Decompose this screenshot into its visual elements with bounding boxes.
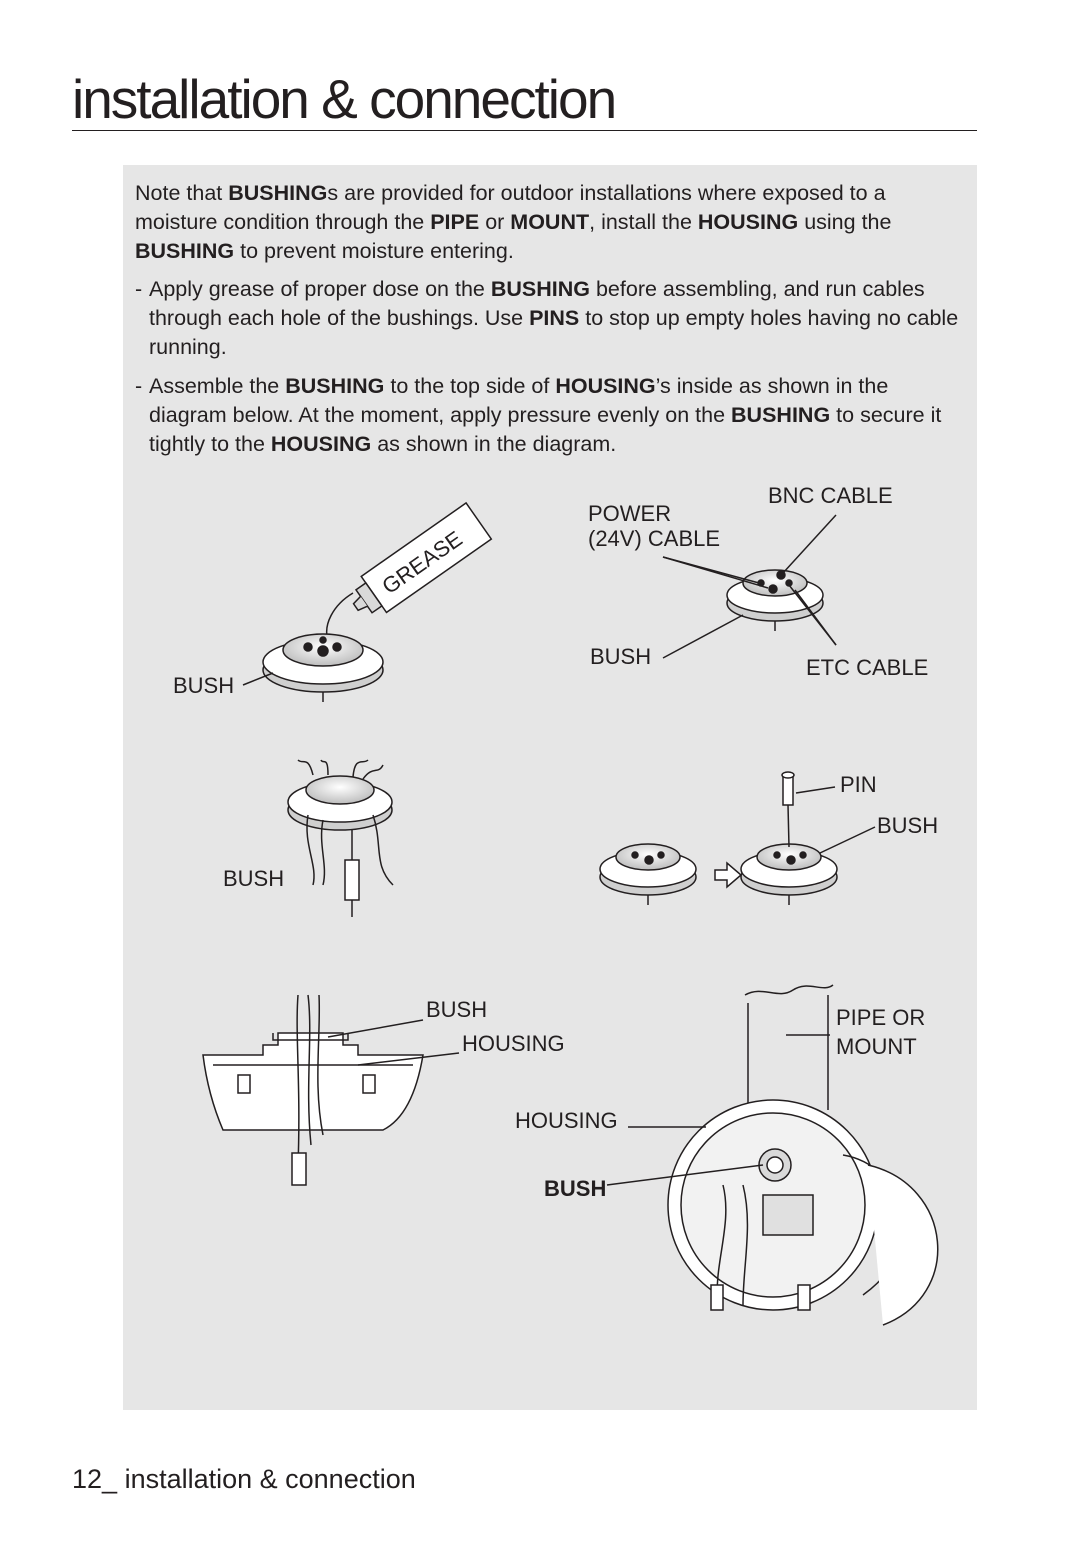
instruction-text-run: to secure it tightly to the xyxy=(149,403,942,456)
housing-cross-section xyxy=(202,994,424,1186)
page-footer: 12_ installation & connection xyxy=(72,1464,416,1495)
label-power-2: (24V) CABLE xyxy=(588,526,720,551)
instruction-text-run: BUSHING xyxy=(731,403,831,427)
label-bush-3: BUSH xyxy=(223,866,284,891)
instruction-text-run: to stop up empty holes having no cable r… xyxy=(149,306,959,359)
grease-stream xyxy=(326,592,354,641)
label-mount: MOUNT xyxy=(836,1034,917,1059)
leader-housing-1 xyxy=(357,1052,460,1066)
bush-after-pin xyxy=(740,843,838,905)
note-text-run: using the xyxy=(798,210,892,234)
label-pin: PIN xyxy=(840,772,877,797)
label-etc: ETC CABLE xyxy=(806,655,928,680)
label-housing-2: HOUSING xyxy=(515,1108,618,1133)
page-number: 12_ xyxy=(72,1464,118,1494)
pin-insertion-diagram: PIN BUSH xyxy=(599,771,938,905)
bullet-dash: - xyxy=(135,277,143,301)
instruction-item: -Apply grease of proper dose on the BUSH… xyxy=(135,275,965,362)
grease-tube: GREASE xyxy=(352,501,493,614)
instruction-text-run: as shown in the diagram. xyxy=(371,432,617,456)
note-text-run: HOUSING xyxy=(697,210,799,234)
note-text-run: s are provided for outdoor installations… xyxy=(135,181,886,234)
leader-pin xyxy=(795,786,836,794)
dome-housing-diagram xyxy=(667,984,939,1326)
bush-before-pin xyxy=(599,843,697,905)
content-panel: Note that BUSHINGs are provided for outd… xyxy=(123,165,977,1410)
instruction-text-run: Apply grease of proper dose on the xyxy=(149,277,491,301)
instruction-list: -Apply grease of proper dose on the BUSH… xyxy=(135,275,965,469)
note-text-run: BUSHING xyxy=(228,181,328,205)
instruction-item: -Assemble the BUSHING to the top side of… xyxy=(135,372,965,459)
label-power-1: POWER xyxy=(588,501,671,526)
instruction-text-run: HOUSING xyxy=(555,374,656,398)
intro-note: Note that BUSHINGs are provided for outd… xyxy=(135,179,965,266)
bush-top-right xyxy=(726,569,824,631)
bushing-diagrams: GREASE BUSH xyxy=(173,483,939,1326)
note-text-run: to prevent moisture entering. xyxy=(234,239,514,263)
instruction-text-run: BUSHING xyxy=(285,374,385,398)
leader-bnc xyxy=(782,514,837,574)
note-text-run: Note that xyxy=(135,181,229,205)
leader-bush-2 xyxy=(662,614,744,659)
cables-through-bush-diagram: BUSH xyxy=(223,759,394,917)
note-text-run: PIPE xyxy=(430,210,480,234)
leader-bush-5 xyxy=(327,1019,424,1038)
instruction-text-run: PINS xyxy=(529,306,580,330)
cable-holes-diagram: POWER (24V) CABLE BNC CABLE BUSH ETC CAB… xyxy=(588,483,928,680)
label-bush-1: BUSH xyxy=(173,673,234,698)
label-bush-6: BUSH xyxy=(544,1176,606,1201)
note-text-run: BUSHING xyxy=(135,239,235,263)
leader-power-b xyxy=(662,556,769,589)
pin xyxy=(781,771,795,848)
pipe-or-mount xyxy=(747,995,829,1115)
instruction-text-run: Assemble the xyxy=(149,374,286,398)
leader-bush-4 xyxy=(819,826,876,854)
label-bush-2: BUSH xyxy=(590,644,651,669)
leader-etc-b xyxy=(794,589,837,646)
note-text-run: , install the xyxy=(589,210,698,234)
label-bush-5: BUSH xyxy=(426,997,487,1022)
label-housing-1: HOUSING xyxy=(462,1031,565,1056)
bullet-dash: - xyxy=(135,374,143,398)
bush-top-left xyxy=(262,633,384,702)
arrow-right-icon xyxy=(714,861,743,889)
label-bnc: BNC CABLE xyxy=(768,483,893,508)
note-text-run: MOUNT xyxy=(510,210,590,234)
note-text-run: or xyxy=(479,210,511,234)
page-title: installation & connection xyxy=(72,70,977,131)
bush-with-cables xyxy=(287,759,394,917)
instruction-text-run: ’s inside as shown in the diagram below.… xyxy=(149,374,889,427)
instruction-text-run: before assembling, and run cables throug… xyxy=(149,277,925,330)
label-bush-4: BUSH xyxy=(877,813,938,838)
footer-section: installation & connection xyxy=(117,1464,416,1494)
label-pipe-or: PIPE OR xyxy=(836,1005,925,1030)
leader-bush-6 xyxy=(606,1164,764,1186)
instruction-text-run: HOUSING xyxy=(270,432,372,456)
grease-diagram: GREASE BUSH xyxy=(173,501,493,702)
instruction-text-run: to the top side of xyxy=(384,374,556,398)
instruction-text-run: BUSHING xyxy=(490,277,590,301)
leader-bush-1 xyxy=(242,672,274,686)
